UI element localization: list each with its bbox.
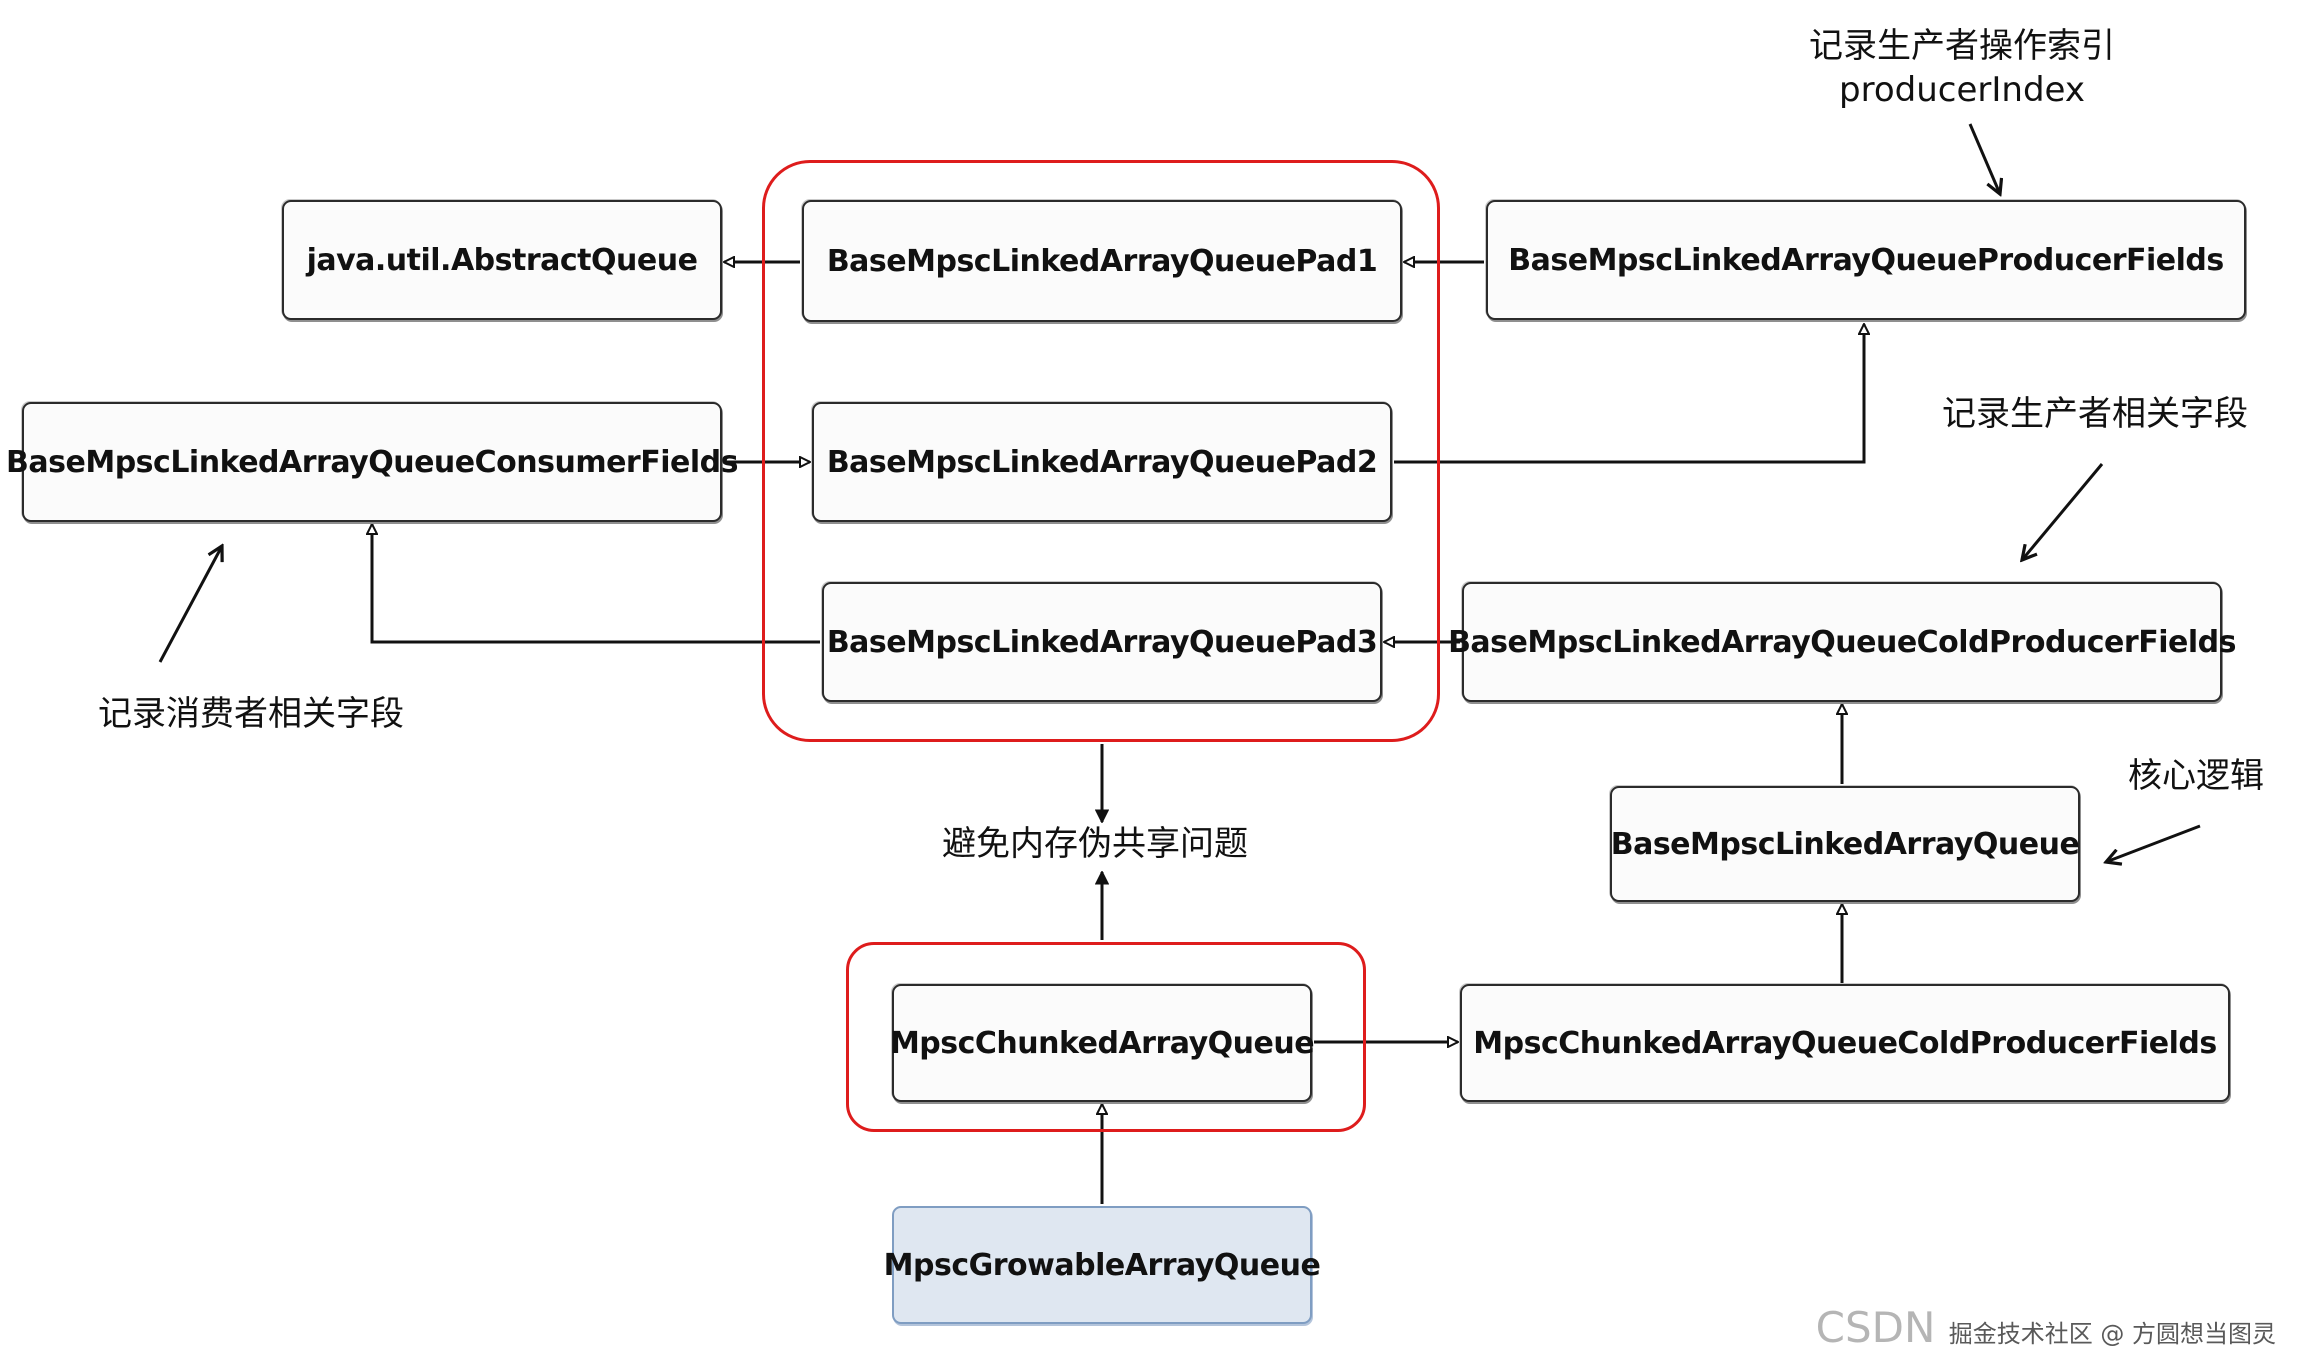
producer-index-annotation: 记录生产者操作索引 producerIndex	[1792, 24, 2132, 112]
edge-pad3-to-consumer-fields	[372, 524, 820, 644]
pointer-consumer-related	[158, 546, 222, 663]
chunked-cold-producer-fields-box: MpscChunkedArrayQueueColdProducerFields	[1460, 984, 2230, 1102]
cold-producer-fields-box: BaseMpscLinkedArrayQueueColdProducerFiel…	[1448, 582, 2236, 702]
pad3-box: BaseMpscLinkedArrayQueuePad3	[822, 582, 1382, 702]
padding-classes-frame	[762, 160, 1440, 742]
false-sharing-annotation: 避免内存伪共享问题	[942, 824, 1248, 864]
pointer-producer-index	[1968, 123, 2000, 194]
pad1-box: BaseMpscLinkedArrayQueuePad1	[802, 200, 1402, 322]
producer-index-field: producerIndex	[1839, 70, 2085, 111]
watermark-brand: CSDN	[1815, 1303, 1936, 1352]
growable-queue-box: MpscGrowableArrayQueue	[884, 1206, 1321, 1324]
pointer-producer-related	[2022, 463, 2104, 560]
producer-index-title: 记录生产者操作索引	[1809, 26, 2115, 66]
producer-fields-box: BaseMpscLinkedArrayQueueProducerFields	[1486, 200, 2246, 320]
watermark: CSDN 掘金技术社区 @ 方圆想当图灵	[1816, 1303, 2290, 1352]
base-queue-box: BaseMpscLinkedArrayQueue	[1610, 786, 2080, 902]
pad2-box: BaseMpscLinkedArrayQueuePad2	[812, 402, 1392, 522]
consumer-related-annotation: 记录消费者相关字段	[98, 694, 404, 734]
edge-pad2-to-producer-fields	[1394, 324, 1864, 464]
abstract-queue-box: java.util.AbstractQueue	[282, 200, 722, 320]
chunked-queue-frame	[846, 942, 1366, 1132]
producer-related-annotation: 记录生产者相关字段	[1942, 394, 2248, 434]
watermark-text: 掘金技术社区 @ 方圆想当图灵	[1948, 1320, 2276, 1348]
core-logic-annotation: 核心逻辑	[2128, 756, 2264, 796]
pointer-core-logic	[2106, 824, 2201, 862]
consumer-fields-box: BaseMpscLinkedArrayQueueConsumerFields	[6, 402, 738, 522]
chunked-queue-box: MpscChunkedArrayQueue	[890, 984, 1315, 1102]
